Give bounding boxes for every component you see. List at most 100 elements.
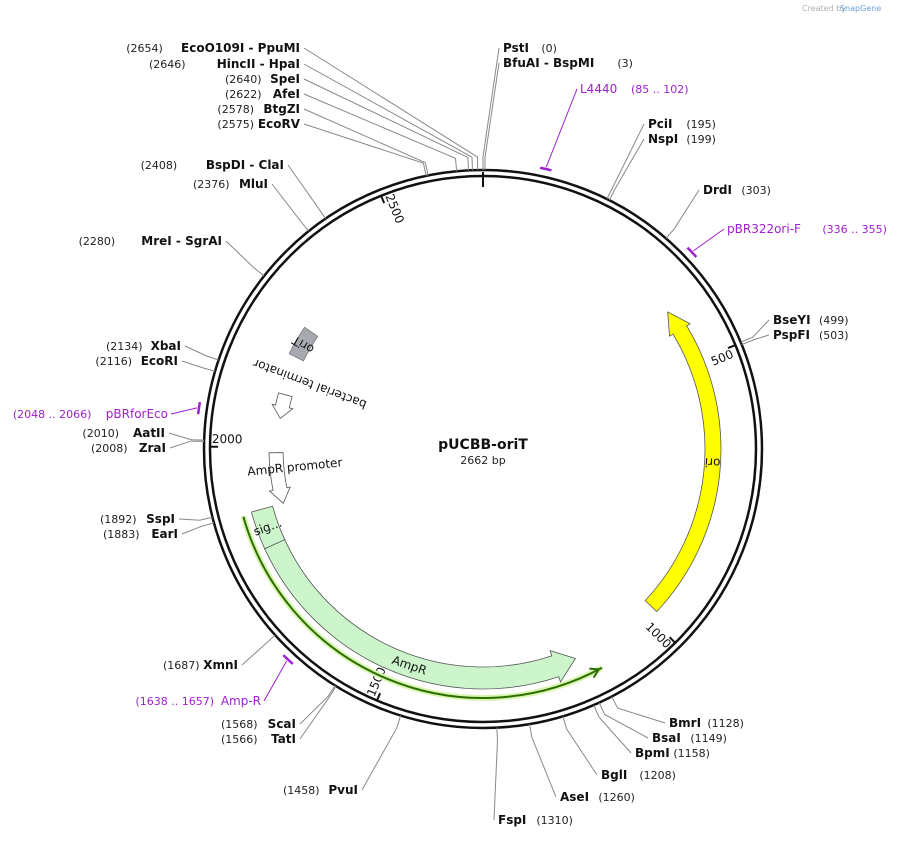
site-pcii[interactable]: PciI(195) [648, 117, 716, 131]
primer-range: (85 .. 102) [631, 83, 689, 96]
site-psti[interactable]: PstI(0) [503, 41, 557, 55]
site-leader [361, 715, 402, 791]
site-aatii[interactable]: AatII(2010) [82, 426, 165, 440]
site-position: (1260) [598, 791, 635, 804]
primer-mark [196, 401, 202, 415]
site-name-primary: BfuAI [503, 56, 540, 70]
site-nspi[interactable]: NspI(199) [648, 132, 716, 146]
site-hincii[interactable]: HincII - HpaI(2646) [149, 57, 300, 71]
site-bspdi[interactable]: BspDI - ClaI(2408) [141, 158, 284, 172]
site-name: EcoO109I - PpuMI [181, 41, 300, 55]
site-leader [225, 240, 265, 277]
site-name: PspFI [773, 328, 810, 342]
site-asei[interactable]: AseI(1260) [560, 790, 635, 804]
site-leader [740, 319, 770, 343]
tick-mark-1500 [376, 692, 381, 701]
site-name: BfuAI - BspMI [503, 56, 594, 70]
site-tati[interactable]: TatI(1566) [221, 732, 296, 746]
site-eari[interactable]: EarI(1883) [103, 527, 178, 541]
site-name: NspI [648, 132, 678, 146]
site-leader [593, 704, 632, 754]
site-name: EarI [151, 527, 178, 541]
site-leader [299, 685, 336, 725]
site-leader [181, 360, 216, 372]
site-name-primary: BspDI [206, 158, 245, 172]
site-drdi[interactable]: DrdI(303) [703, 183, 771, 197]
site-leader [562, 716, 598, 776]
feature-label-ori: ori [704, 455, 720, 470]
site-btgzi[interactable]: BtgZI(2578) [217, 102, 300, 116]
site-name: EcoRV [258, 117, 301, 131]
site-position: (1458) [283, 784, 320, 797]
site-fspi[interactable]: FspI(1310) [498, 813, 573, 827]
site-mlui[interactable]: MluI(2376) [193, 177, 268, 191]
tick-label-500: 500 [709, 347, 736, 369]
tick-label-2500: 2500 [383, 192, 407, 226]
site-mrei[interactable]: MreI - SgrAI(2280) [79, 234, 222, 248]
primer-name: L4440 [580, 82, 617, 96]
site-sspi[interactable]: SspI (1892) [100, 512, 175, 526]
tick-mark-1000 [668, 636, 676, 644]
site-position: (1149) [690, 732, 727, 745]
site-bgli[interactable]: BglI(1208) [601, 768, 676, 782]
site-xmni[interactable]: XmnI(1687) [163, 658, 238, 672]
primer-mark [539, 166, 552, 172]
site-ecoo109i[interactable]: EcoO109I - PpuMI(2654) [126, 41, 300, 55]
feature-label-bacterial-terminator: bacterial terminator [251, 356, 368, 412]
site-xbai[interactable]: XbaI(2134) [106, 339, 181, 353]
site-bmri[interactable]: BmrI(1128) [669, 716, 744, 730]
site-position: (503) [819, 329, 849, 342]
primer-pbr322ori-f[interactable]: pBR322ori-F(336 .. 355) [686, 222, 887, 258]
site-position: (2575) [217, 118, 254, 131]
tick-label-1000: 1000 [643, 620, 674, 652]
site-name: BspDI - ClaI [206, 158, 284, 172]
site-name: BpmI [635, 746, 670, 760]
site-name-separator: - [245, 158, 258, 172]
site-scai[interactable]: ScaI(1568) [221, 717, 296, 731]
site-leader [181, 522, 215, 535]
site-position: (1687) [163, 659, 200, 672]
plasmid-length: 2662 bp [460, 454, 505, 467]
primers: L4440 (85 .. 102) pBR322ori-F(336 .. 355) A… [13, 82, 887, 708]
site-bfuai[interactable]: BfuAI - BspMI(3) [503, 56, 633, 70]
primer-range: (336 .. 355) [822, 223, 887, 236]
site-bpmi[interactable]: BpmI(1158) [635, 746, 710, 760]
site-name: PvuI [328, 783, 358, 797]
feature-orit [288, 326, 319, 362]
primer-pbrforeco[interactable]: pBRforEco(2048 .. 2066) [13, 401, 202, 421]
site-leader [299, 685, 337, 740]
site-leader [741, 334, 770, 346]
site-pspfi[interactable]: PspFI (503) [773, 328, 849, 342]
site-name-primary: HincII [217, 57, 256, 71]
primer-range: (2048 .. 2066) [13, 408, 92, 421]
site-name: HincII - HpaI [217, 57, 300, 71]
site-position: (2622) [225, 88, 262, 101]
site-zrai[interactable]: ZraI(2008) [91, 441, 166, 455]
site-name: SspI [146, 512, 175, 526]
site-leader [271, 183, 310, 232]
site-leader [184, 345, 219, 361]
site-ecorv[interactable]: EcoRV (2575) [217, 117, 300, 131]
site-ecori[interactable]: EcoRI(2116) [95, 354, 178, 368]
site-leader [303, 108, 429, 176]
primer-l4440[interactable]: L4440 (85 .. 102) [539, 82, 689, 172]
site-spei[interactable]: SpeI(2640) [225, 72, 300, 86]
primer-mark [282, 654, 294, 665]
primer-amp-r[interactable]: Amp-R(1638 .. 1657) [135, 654, 294, 708]
site-leader [303, 63, 473, 171]
site-position: (2640) [225, 73, 262, 86]
site-name-separator: - [255, 57, 268, 71]
site-position: (1892) [100, 513, 137, 526]
site-afei[interactable]: AfeI(2622) [225, 87, 300, 101]
site-bseyi[interactable]: BseYI(499) [773, 313, 849, 327]
site-leader [303, 78, 470, 171]
site-name: BseYI [773, 313, 811, 327]
site-pvui[interactable]: PvuI (1458) [283, 783, 358, 797]
site-bsai[interactable]: BsaI(1149) [652, 731, 727, 745]
tick-mark-500 [727, 344, 736, 350]
site-name-secondary: PpuMI [258, 41, 300, 55]
site-leader [608, 138, 645, 201]
orf-line [242, 516, 603, 699]
